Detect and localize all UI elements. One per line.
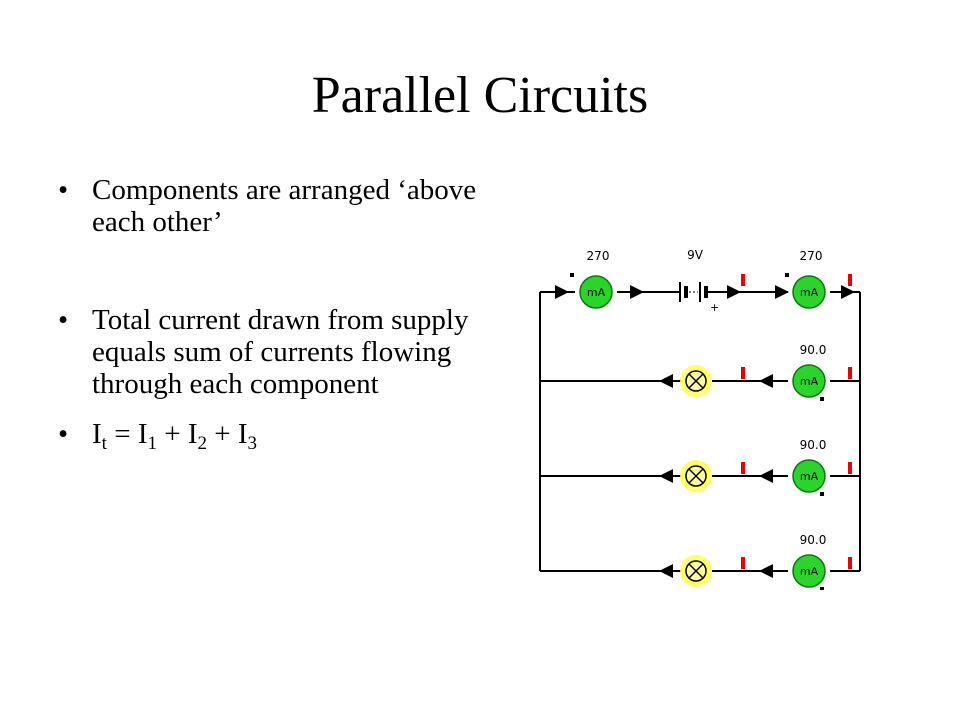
bullet-text: Total current drawn from supply equals s…	[92, 304, 469, 400]
svg-text:+: +	[710, 301, 719, 314]
meter-reading: 90.0	[800, 343, 827, 357]
probe-marker-icon	[741, 274, 852, 569]
bullet-dot-icon: •	[58, 174, 69, 206]
lamp-icon	[680, 460, 712, 492]
ammeter-icon: mA 90.0	[792, 438, 827, 496]
current-formula: It = I1 + I2 + I3	[92, 418, 258, 454]
svg-text:mA: mA	[587, 286, 606, 299]
bullet-text: Components are arranged ‘above each othe…	[92, 174, 477, 238]
svg-text:mA: mA	[800, 565, 819, 578]
circuit-wires	[539, 291, 861, 572]
svg-text:mA: mA	[800, 375, 819, 388]
battery-icon: + 9V	[670, 248, 719, 314]
slide-title: Parallel Circuits	[311, 67, 649, 124]
svg-text:mA: mA	[800, 286, 819, 299]
bullet-list: • Components are arranged ‘above each ot…	[58, 174, 478, 454]
ammeter-icon: mA 90.0	[792, 343, 827, 401]
meter-reading: 90.0	[800, 533, 827, 547]
lamp-icon	[680, 365, 712, 397]
svg-text:mA: mA	[800, 470, 819, 483]
formula-item: • It = I1 + I2 + I3	[58, 418, 478, 454]
meter-reading: 270	[587, 249, 610, 263]
ammeter-icon: mA 90.0	[792, 533, 827, 590]
bullet-dot-icon: •	[58, 304, 69, 336]
lamp-icon	[680, 555, 712, 587]
bullet-dot-icon: •	[58, 418, 69, 450]
ammeter-icon: mA 270	[785, 249, 826, 309]
meter-reading: 90.0	[800, 438, 827, 452]
bullet-item: • Total current drawn from supply equals…	[58, 304, 478, 400]
parallel-circuit-diagram: + 9V mA 270 mA 270 mA 90.0 mA 90.0	[539, 248, 861, 590]
meter-reading: 270	[800, 249, 823, 263]
ammeter-icon: mA 270	[570, 249, 613, 309]
battery-voltage-label: 9V	[687, 248, 704, 262]
current-arrow-icon	[550, 285, 855, 578]
bullet-item: • Components are arranged ‘above each ot…	[58, 174, 478, 238]
